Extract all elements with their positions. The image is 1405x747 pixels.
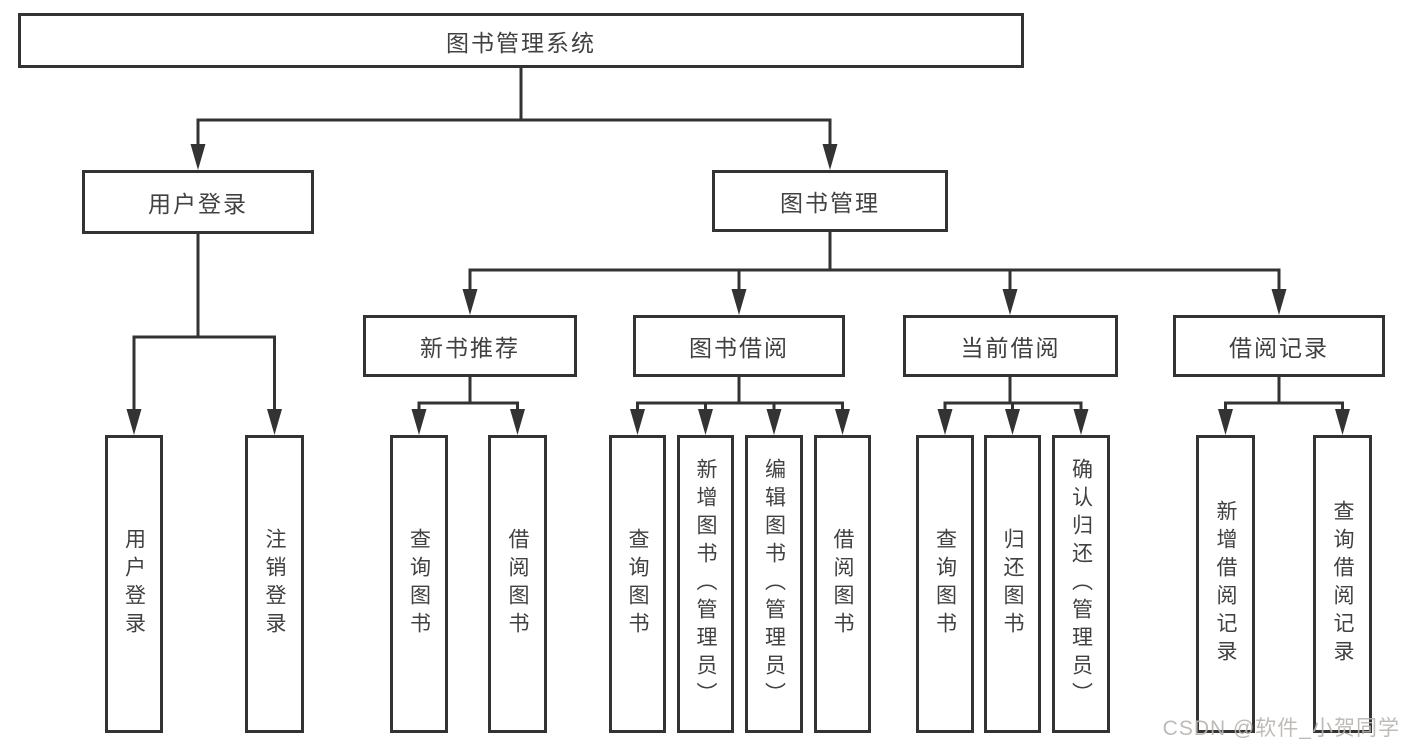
leaf-edit-books-admin: 编辑图书（管理员） <box>745 435 803 733</box>
node-borrow-records: 借阅记录 <box>1173 315 1385 377</box>
leaf-borrow-books: 借阅图书 <box>814 435 871 733</box>
leaf-add-books-admin: 新增图书（管理员） <box>677 435 734 733</box>
node-book-borrow: 图书借阅 <box>633 315 845 377</box>
watermark: CSDN @软件_小贺同学 <box>1162 717 1400 740</box>
leaf-logout-label: 注销登录 <box>263 528 286 640</box>
leaf-query-borrow-record-label: 查询借阅记录 <box>1331 500 1354 668</box>
leaf-user-login-label: 用户登录 <box>122 528 146 640</box>
leaf-query-books-recommend-label: 查询图书 <box>407 528 431 640</box>
leaf-query-books-borrow: 查询图书 <box>609 435 666 733</box>
leaf-confirm-return-admin-label: 确认归还（管理员） <box>1069 458 1093 710</box>
node-book-borrow-label: 图书借阅 <box>689 335 789 361</box>
leaf-query-books-current-label: 查询图书 <box>933 528 957 640</box>
node-current-borrow: 当前借阅 <box>903 315 1118 377</box>
leaf-borrow-books-recommend-label: 借阅图书 <box>506 528 529 640</box>
leaf-query-books-borrow-label: 查询图书 <box>626 528 649 640</box>
leaf-add-borrow-record: 新增借阅记录 <box>1196 435 1255 733</box>
node-borrow-records-label: 借阅记录 <box>1229 335 1329 361</box>
leaf-add-borrow-record-label: 新增借阅记录 <box>1214 500 1237 668</box>
leaf-edit-books-admin-label: 编辑图书（管理员） <box>762 458 786 710</box>
leaf-query-borrow-record: 查询借阅记录 <box>1313 435 1372 733</box>
leaf-user-login: 用户登录 <box>105 435 163 733</box>
node-root-label: 图书管理系统 <box>446 29 596 56</box>
node-new-book-recommend: 新书推荐 <box>363 315 577 377</box>
node-book-management-label: 图书管理 <box>780 190 880 216</box>
leaf-return-books: 归还图书 <box>984 435 1041 733</box>
leaf-borrow-books-recommend: 借阅图书 <box>488 435 547 733</box>
node-user-login: 用户登录 <box>82 170 314 234</box>
node-book-management: 图书管理 <box>712 170 948 232</box>
leaf-return-books-label: 归还图书 <box>1001 528 1024 640</box>
node-user-login-label: 用户登录 <box>148 191 248 217</box>
node-current-borrow-label: 当前借阅 <box>960 335 1061 361</box>
leaf-logout: 注销登录 <box>245 435 304 733</box>
leaf-confirm-return-admin: 确认归还（管理员） <box>1052 435 1110 733</box>
node-root: 图书管理系统 <box>18 13 1024 68</box>
leaf-add-books-admin-label: 新增图书（管理员） <box>694 458 717 710</box>
node-new-book-recommend-label: 新书推荐 <box>420 335 520 361</box>
leaf-borrow-books-label: 借阅图书 <box>831 528 854 640</box>
leaf-query-books-current: 查询图书 <box>916 435 974 733</box>
leaf-query-books-recommend: 查询图书 <box>390 435 448 733</box>
